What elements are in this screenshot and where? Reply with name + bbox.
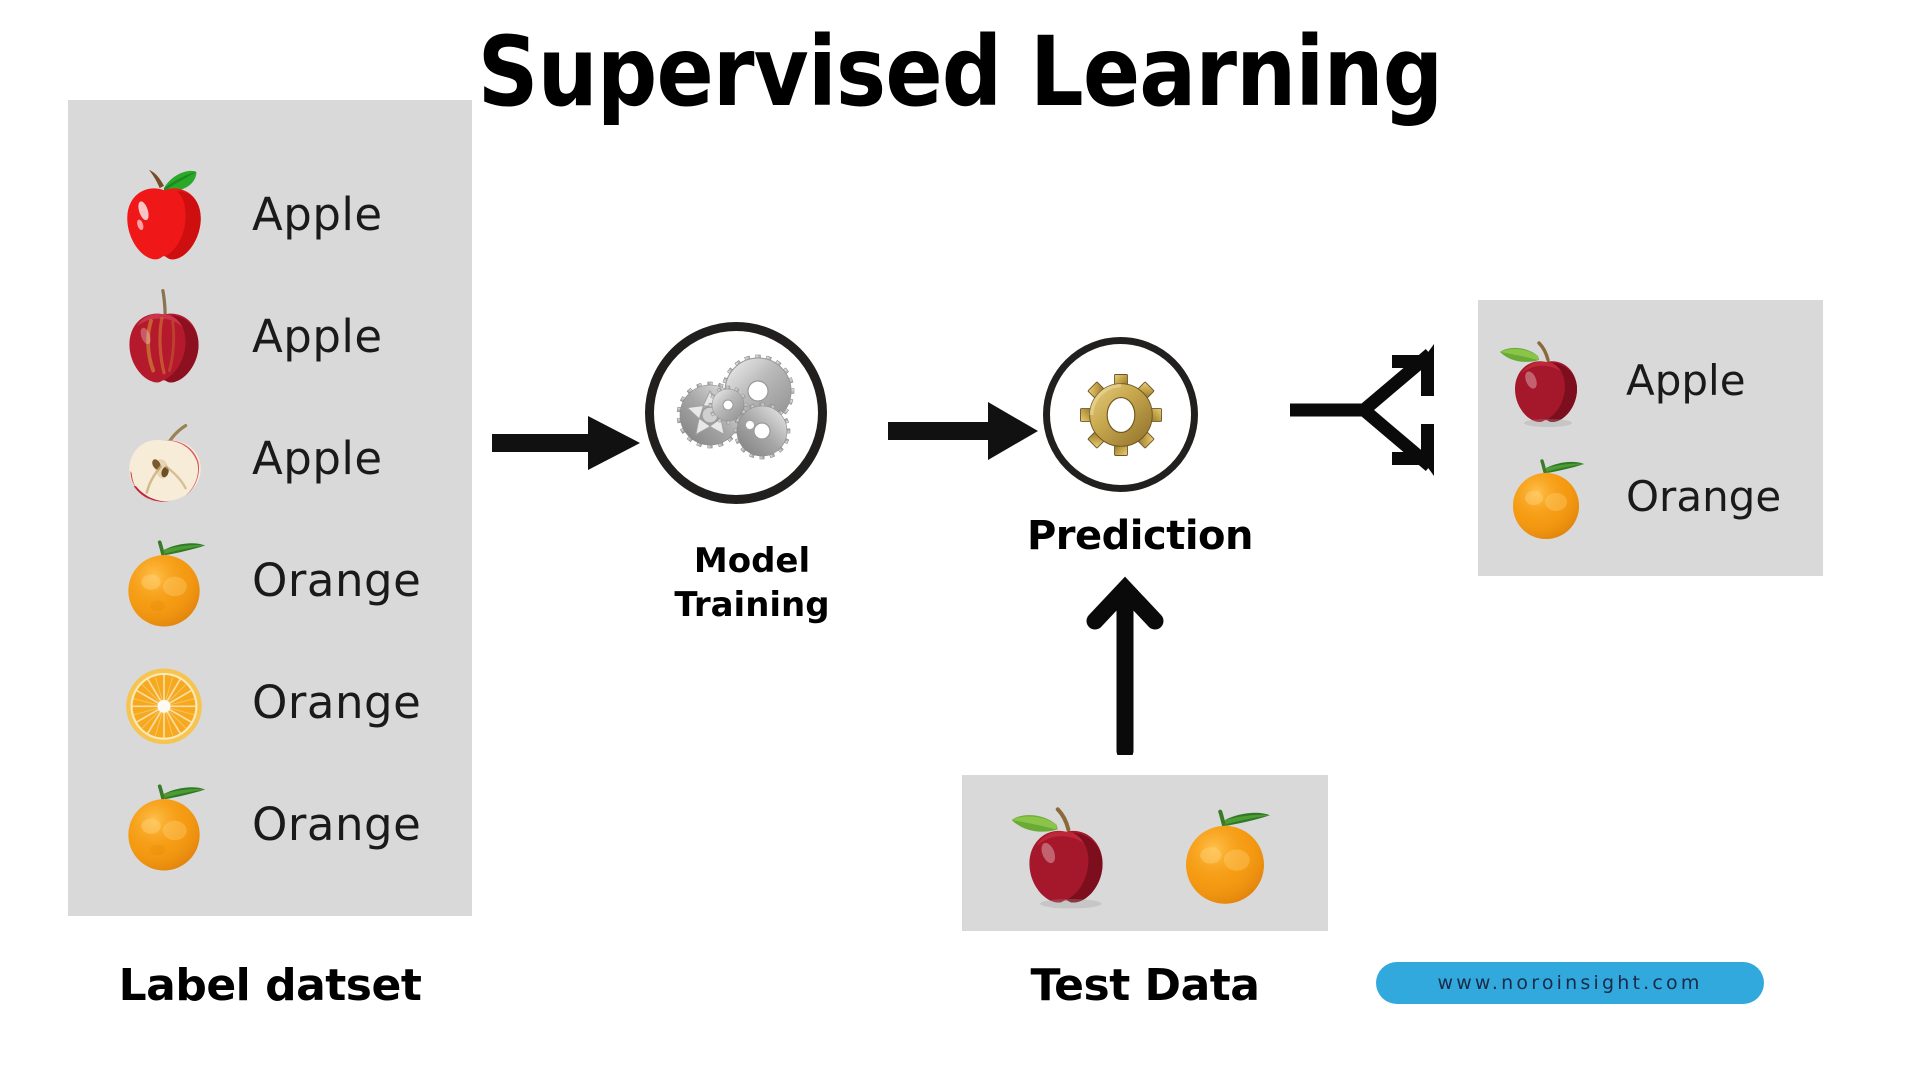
- list-item-label: Apple: [252, 309, 383, 363]
- whole-orange-icon: [110, 770, 218, 878]
- model-training-caption-line2: Training: [674, 584, 830, 625]
- list-item-label: Apple: [252, 187, 383, 241]
- list-item-label: Apple: [252, 431, 383, 485]
- arrow-dataset-to-model: [492, 410, 642, 476]
- arrow-test-to-prediction: [1084, 575, 1166, 760]
- list-item-label: Apple: [1626, 355, 1746, 405]
- list-item: Orange: [68, 641, 472, 763]
- test-data-panel: [962, 775, 1328, 931]
- list-item-label: Orange: [252, 675, 422, 729]
- list-item-label: Orange: [252, 797, 422, 851]
- model-training-caption: Model Training: [612, 540, 892, 627]
- orange-slice-icon: [110, 648, 218, 756]
- whole-orange-icon: [1496, 446, 1596, 546]
- golden-gear-icon: [1075, 369, 1167, 461]
- test-data-list: [962, 775, 1328, 931]
- list-item: Apple: [68, 397, 472, 519]
- list-item: Orange: [68, 763, 472, 885]
- red-apple-leaf-icon: [1496, 330, 1596, 430]
- website-badge[interactable]: www.noroinsight.com: [1376, 962, 1764, 1004]
- red-apple-illustration-icon: [110, 160, 218, 268]
- prediction-result-list: Apple: [1478, 300, 1823, 576]
- website-badge-label: www.noroinsight.com: [1437, 972, 1703, 994]
- apple-half-cut-icon: [110, 404, 218, 512]
- list-item: Orange: [1478, 438, 1823, 554]
- red-apple-leaf-icon: [1007, 794, 1125, 912]
- list-item-label: Orange: [1626, 471, 1782, 521]
- whole-orange-icon: [1166, 794, 1284, 912]
- gears-cluster-icon: [666, 343, 806, 483]
- label-dataset-list: Apple Apple: [68, 100, 472, 916]
- model-training-caption-line1: Model: [693, 541, 811, 581]
- list-item-label: Orange: [252, 553, 422, 607]
- list-item: Apple: [68, 275, 472, 397]
- arrow-prediction-branch: [1290, 338, 1462, 482]
- arrow-model-to-prediction: [888, 398, 1038, 464]
- list-item: Orange: [68, 519, 472, 641]
- page-title: Supervised Learning: [477, 16, 1444, 128]
- red-apple-photo-icon: [110, 282, 218, 390]
- prediction-caption: Prediction: [1026, 513, 1254, 559]
- test-data-caption: Test Data: [1030, 960, 1261, 1011]
- model-training-node: [645, 322, 827, 504]
- label-dataset-caption: Label datset: [118, 960, 422, 1011]
- list-item: Apple: [68, 153, 472, 275]
- whole-orange-icon: [110, 526, 218, 634]
- list-item: Apple: [1478, 322, 1823, 438]
- prediction-node: [1043, 337, 1198, 492]
